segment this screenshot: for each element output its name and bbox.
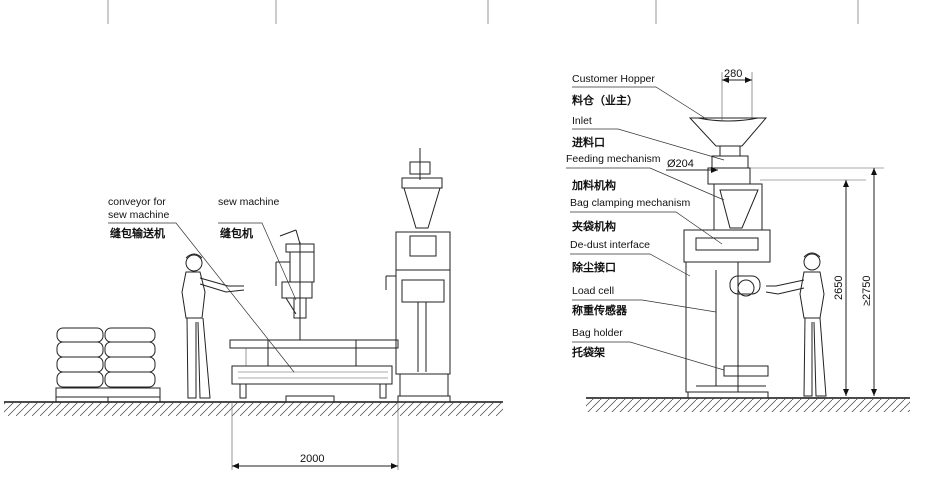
label-hopper-zh: 料仓（业主） bbox=[572, 93, 638, 107]
label-hopper-en: Customer Hopper bbox=[572, 73, 655, 85]
worker-figure-right bbox=[765, 252, 827, 397]
label-sew-zh: 缝包机 bbox=[220, 226, 253, 240]
dimension-2000-text: 2000 bbox=[300, 453, 324, 465]
dimension-2000: 2000 bbox=[231, 402, 399, 470]
dimension-2750-text: ≥2750 bbox=[861, 275, 873, 306]
dimension-280: 280 bbox=[721, 68, 753, 120]
label-bagholder-en: Bag holder bbox=[572, 327, 623, 339]
label-sew-machine: sew machine 缝包机 bbox=[218, 196, 297, 301]
dimension-inlet-diameter-text: Ø204 bbox=[667, 158, 694, 170]
label-bagholder-zh: 托袋架 bbox=[572, 345, 605, 359]
dimension-inlet-diameter: Ø204 bbox=[666, 158, 718, 173]
label-inlet-en: Inlet bbox=[572, 115, 592, 127]
label-inlet-zh: 进料口 bbox=[572, 135, 605, 149]
customer-hopper bbox=[688, 117, 768, 157]
label-clamp-zh: 夹袋机构 bbox=[572, 219, 616, 233]
worker-figure-left bbox=[181, 253, 245, 399]
dimension-280-text: 280 bbox=[724, 68, 742, 80]
label-conveyor-en-2: sew machine bbox=[108, 209, 169, 221]
frame-ticks bbox=[107, 0, 859, 24]
pallet-with-bags bbox=[55, 327, 161, 402]
label-feeding-en: Feeding mechanism bbox=[566, 153, 661, 165]
label-loadcell-zh: 称重传感器 bbox=[572, 303, 628, 317]
packing-machine-right bbox=[683, 155, 771, 399]
packing-machine-left bbox=[385, 148, 451, 403]
label-dedust-en: De-dust interface bbox=[570, 239, 650, 251]
label-conveyor-en-1: conveyor for bbox=[108, 196, 166, 208]
left-elevation-view: conveyor for sew machine 缝包输送机 sew machi… bbox=[4, 148, 503, 470]
label-feeding-zh: 加料机构 bbox=[571, 178, 616, 192]
dimension-heights: 2650 ≥2750 bbox=[750, 167, 884, 396]
label-conveyor-zh: 缝包输送机 bbox=[110, 226, 165, 240]
label-dedust-zh: 除尘接口 bbox=[572, 260, 616, 274]
dimension-2650-text: 2650 bbox=[833, 276, 845, 300]
callout-labels: Customer Hopper 料仓（业主） Inlet 进料口 Feeding… bbox=[566, 73, 725, 371]
ground-left bbox=[4, 401, 503, 416]
label-conveyor: conveyor for sew machine 缝包输送机 bbox=[108, 196, 295, 373]
right-elevation-view: Customer Hopper 料仓（业主） Inlet 进料口 Feeding… bbox=[566, 68, 910, 412]
sew-machine bbox=[275, 229, 315, 340]
sew-conveyor bbox=[229, 339, 399, 403]
label-sew-en: sew machine bbox=[218, 196, 279, 208]
label-clamp-en: Bag clamping mechanism bbox=[570, 197, 690, 209]
ground-right bbox=[586, 397, 910, 412]
label-loadcell-en: Load cell bbox=[572, 285, 614, 297]
